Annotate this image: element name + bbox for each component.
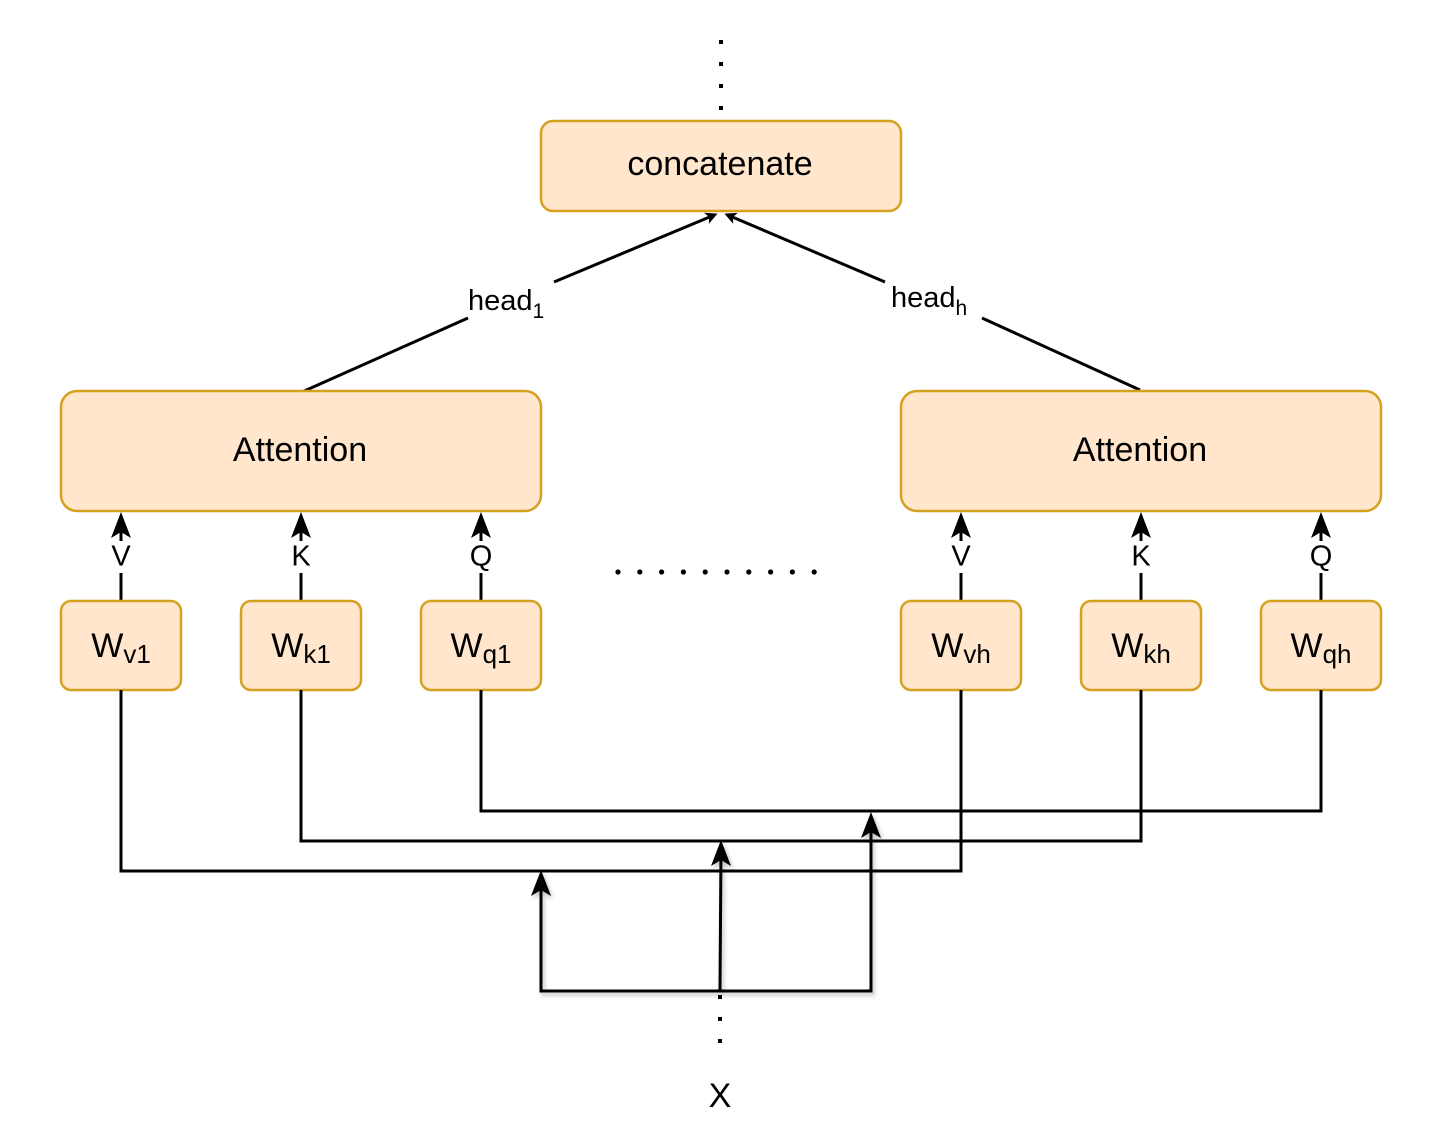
input-fanout bbox=[531, 812, 881, 993]
weight-k1-base: W bbox=[271, 627, 303, 665]
route-v-line bbox=[119, 690, 963, 873]
head-1-line-upper bbox=[553, 212, 718, 284]
head-h-q-arrowhead bbox=[1311, 512, 1331, 538]
input-x-label: X bbox=[709, 1077, 732, 1115]
route-q-line bbox=[479, 690, 1323, 813]
head-h-v-label-bg bbox=[947, 541, 975, 573]
head-h-line-lower bbox=[981, 316, 1141, 392]
head-1-k-label: K bbox=[291, 541, 311, 573]
head-h-q-label: Q bbox=[1310, 541, 1333, 573]
head-1-k-label-bg bbox=[287, 541, 315, 573]
fanout-outer-line bbox=[539, 820, 873, 993]
ellipsis-dot bbox=[702, 569, 708, 575]
head-1-q-arrowhead bbox=[471, 512, 491, 538]
weight-qh-label: Wqh bbox=[1290, 627, 1351, 669]
concatenate-label: concatenate bbox=[627, 145, 812, 183]
weight-k1-sub: k1 bbox=[303, 639, 330, 669]
attention-box-1: Attention bbox=[59, 389, 543, 513]
route-k-line bbox=[299, 690, 1143, 843]
svg-text:head1: head1 bbox=[468, 285, 544, 323]
weight-vh-base: W bbox=[931, 627, 963, 665]
weight-kh-base: W bbox=[1111, 627, 1143, 665]
ellipsis-dot bbox=[637, 569, 643, 575]
ellipsis-dots bbox=[615, 569, 817, 575]
weight-box-kh: Wkh bbox=[1079, 599, 1203, 692]
weight-q1-sub: q1 bbox=[483, 639, 512, 669]
svg-text:headh: headh bbox=[891, 282, 967, 320]
ellipsis-dot bbox=[659, 569, 665, 575]
weight-qh-base: W bbox=[1290, 627, 1322, 665]
attention-box-h-rect bbox=[899, 389, 1383, 513]
ellipsis-dot bbox=[811, 569, 817, 575]
weight-v1-base: W bbox=[91, 627, 123, 665]
head-h-label-sub: h bbox=[956, 297, 968, 320]
head-h-q-label-bg bbox=[1307, 541, 1335, 573]
weight-box-k1: Wk1 bbox=[239, 599, 363, 692]
weight-box-vh: Wvh bbox=[899, 599, 1023, 692]
weight-box-q1: Wq1 bbox=[419, 599, 543, 692]
head-1-label-text: head bbox=[468, 285, 533, 317]
head-h-label: headh bbox=[891, 282, 967, 320]
weight-v1-sub: v1 bbox=[123, 639, 150, 669]
fanout-center-line bbox=[718, 847, 723, 992]
attention-box-h: Attention bbox=[899, 389, 1383, 513]
head-1-label: head1 bbox=[468, 285, 544, 323]
weight-vh-label: Wvh bbox=[931, 627, 991, 669]
ellipsis-dot bbox=[789, 569, 796, 575]
weight-vh-sub: vh bbox=[963, 639, 990, 669]
head-1-line-lower bbox=[301, 316, 469, 394]
head-1-q-label: Q bbox=[470, 541, 493, 573]
weight-k1-label: Wk1 bbox=[271, 627, 331, 669]
concatenate-box: concatenate bbox=[539, 119, 903, 213]
weight-box-qh: Wqh bbox=[1259, 599, 1383, 692]
attention-1-label: Attention bbox=[233, 431, 367, 469]
head-1-q-label-bg bbox=[467, 541, 495, 573]
ellipsis-dot bbox=[724, 569, 730, 575]
head-1-v-label-bg bbox=[107, 541, 135, 573]
weight-kh-label: Wkh bbox=[1111, 627, 1171, 669]
attention-box-1-rect bbox=[59, 389, 543, 513]
weight-box-v1: Wv1 bbox=[59, 599, 183, 692]
weight-qh-sub: qh bbox=[1323, 639, 1352, 669]
head-1-k-arrowhead bbox=[291, 512, 311, 538]
ellipsis-dot bbox=[746, 569, 752, 575]
weight-q1-label: Wq1 bbox=[450, 627, 511, 669]
head-h-k-arrowhead bbox=[1131, 512, 1151, 538]
head-h-v-arrowhead bbox=[951, 512, 971, 538]
concatenate-box-rect bbox=[539, 119, 903, 213]
ellipsis-dot bbox=[680, 569, 687, 575]
head-1-v-label: V bbox=[111, 541, 131, 573]
weight-v1-label: Wv1 bbox=[91, 627, 151, 669]
fanout-arrow-center bbox=[711, 840, 731, 866]
weight-kh-sub: kh bbox=[1143, 639, 1170, 669]
attention-h-label: Attention bbox=[1073, 431, 1207, 469]
head-h-k-label-bg bbox=[1127, 541, 1155, 573]
head-h-k-label: K bbox=[1131, 541, 1151, 573]
weight-q1-base: W bbox=[450, 627, 482, 665]
fanout-arrow-left bbox=[531, 870, 551, 896]
ellipsis-dot bbox=[768, 569, 774, 575]
head-1-v-arrowhead bbox=[111, 512, 131, 538]
head-h-v-label: V bbox=[951, 541, 971, 573]
head-1-label-sub: 1 bbox=[533, 300, 545, 323]
ellipsis-dot bbox=[615, 569, 621, 575]
fanout-arrow-right bbox=[861, 812, 881, 838]
head-h-line-upper bbox=[724, 212, 886, 284]
head-h-label-text: head bbox=[891, 282, 956, 314]
